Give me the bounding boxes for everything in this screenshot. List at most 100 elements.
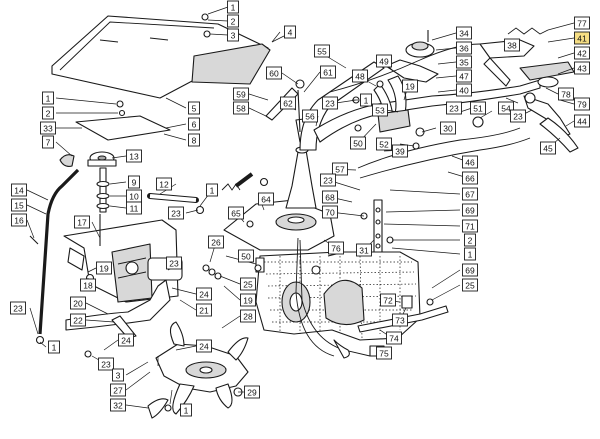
callout-number: 23: [513, 112, 523, 122]
callout-8: 8: [188, 133, 200, 147]
callout-number: 25: [465, 281, 475, 291]
callout-62: 62: [280, 96, 296, 110]
callout-box: [70, 296, 86, 310]
callout-box: [280, 96, 296, 110]
callout-number: 34: [459, 29, 469, 39]
callout-number: 79: [577, 100, 587, 110]
callout-box: [156, 177, 172, 191]
callout-box: [48, 340, 60, 354]
callout-1: 1: [464, 247, 476, 261]
callout-box: [238, 249, 254, 263]
callout-box: [446, 101, 462, 115]
callout-34: 34: [456, 26, 472, 40]
callout-box: [440, 121, 456, 135]
callout-number: 24: [121, 336, 131, 346]
callout-5: 5: [188, 101, 200, 115]
callout-box: [196, 303, 212, 317]
callout-number: 47: [459, 72, 469, 82]
callout-61: 61: [320, 65, 336, 79]
callout-box: [196, 339, 212, 353]
callout-19: 19: [402, 79, 418, 93]
callout-box: [11, 213, 27, 227]
callout-57: 57: [332, 162, 348, 176]
callout-box: [42, 106, 54, 120]
callout-box: [464, 233, 476, 247]
callout-59: 59: [233, 87, 249, 101]
callout-23: 23: [98, 357, 114, 371]
callout-number: 77: [577, 19, 587, 29]
callout-number: 31: [359, 246, 369, 256]
callout-24: 24: [196, 287, 212, 301]
callout-23: 23: [446, 101, 462, 115]
callout-number: 23: [169, 259, 179, 269]
callout-box: [314, 44, 330, 58]
callout-box: [320, 65, 336, 79]
callout-number: 51: [473, 104, 483, 114]
callout-number: 66: [465, 174, 475, 184]
callout-box: [386, 331, 402, 345]
callout-box: [98, 357, 114, 371]
callout-box: [126, 201, 142, 215]
callout-number: 50: [353, 139, 363, 149]
callout-box: [233, 101, 249, 115]
callout-2: 2: [464, 233, 476, 247]
callout-number: 2: [468, 236, 473, 246]
callout-number: 75: [379, 349, 389, 359]
callout-box: [244, 385, 260, 399]
callout-number: 61: [323, 68, 333, 78]
callout-box: [110, 383, 126, 397]
callout-70: 70: [322, 205, 338, 219]
callout-55: 55: [314, 44, 330, 58]
callout-23: 23: [166, 256, 182, 270]
callout-number: 76: [331, 244, 341, 254]
callout-number: 1: [184, 406, 189, 416]
callout-box: [70, 313, 86, 327]
callout-number: 35: [459, 58, 469, 68]
callout-box: [372, 103, 388, 117]
callout-number: 33: [43, 124, 53, 134]
callout-number: 24: [199, 342, 209, 352]
callout-27: 27: [110, 383, 126, 397]
callout-number: 25: [243, 280, 253, 290]
callout-box: [168, 206, 184, 220]
callout-number: 18: [83, 281, 93, 291]
callout-box: [206, 183, 218, 197]
callout-number: 64: [261, 195, 271, 205]
callout-number: 11: [130, 204, 139, 214]
callout-74: 74: [386, 331, 402, 345]
callout-42: 42: [574, 46, 590, 60]
callout-number: 9: [132, 178, 137, 188]
callout-box: [376, 346, 392, 360]
callout-box: [462, 187, 478, 201]
callout-number: 36: [459, 44, 469, 54]
callout-number: 53: [375, 106, 385, 116]
callout-14: 14: [11, 183, 27, 197]
callout-33: 33: [40, 121, 56, 135]
callout-26: 26: [208, 235, 224, 249]
callout-number: 67: [465, 190, 475, 200]
callout-2: 2: [42, 106, 54, 120]
callout-75: 75: [376, 346, 392, 360]
callout-number: 73: [395, 316, 405, 326]
callout-number: 21: [199, 306, 209, 316]
callout-13: 13: [126, 149, 142, 163]
callout-number: 69: [465, 206, 475, 216]
callout-box: [258, 192, 274, 206]
callout-21: 21: [196, 303, 212, 317]
callout-40: 40: [456, 83, 472, 97]
callout-box: [208, 235, 224, 249]
callout-box: [302, 109, 318, 123]
callout-number: 17: [77, 218, 87, 228]
callout-number: 20: [73, 299, 83, 309]
callout-number: 15: [14, 201, 24, 211]
callout-number: 57: [335, 165, 345, 175]
callout-number: 3: [231, 31, 236, 41]
callout-box: [574, 46, 590, 60]
callout-number: 39: [395, 147, 405, 157]
callout-53: 53: [372, 103, 388, 117]
callout-3: 3: [112, 368, 124, 382]
callout-number: 71: [465, 222, 475, 232]
callout-box: [504, 38, 520, 52]
